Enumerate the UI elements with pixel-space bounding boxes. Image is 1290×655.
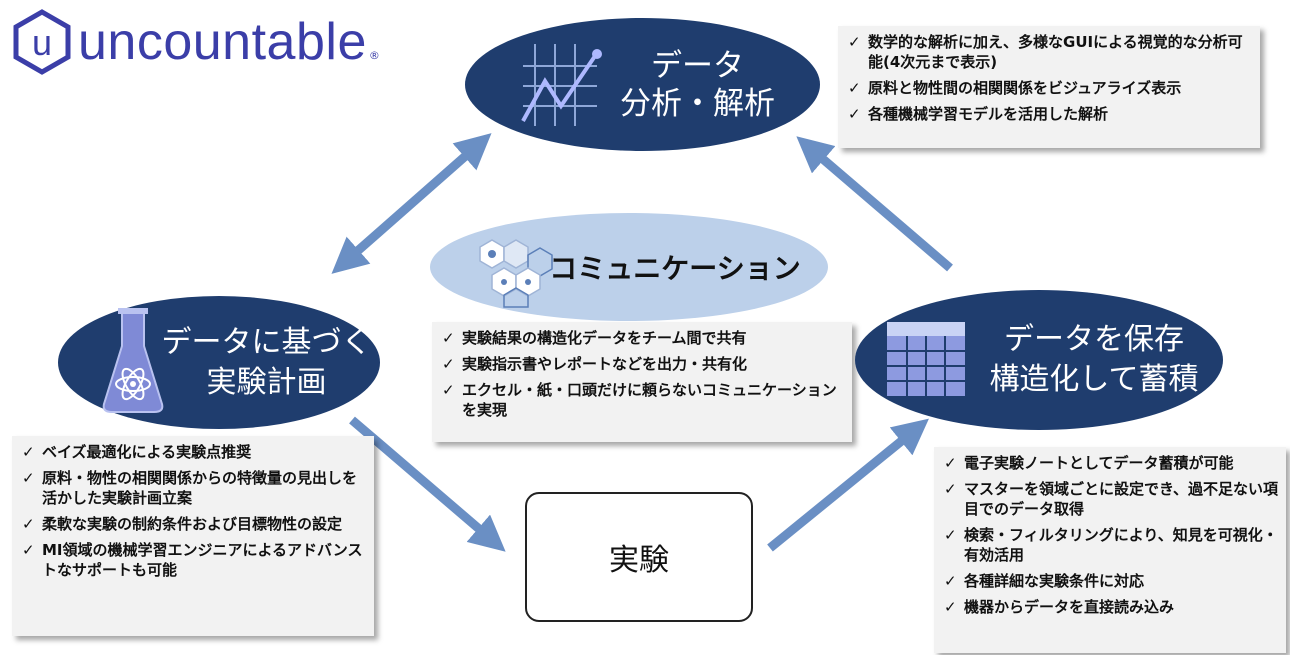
arrow-storage-analysis <box>796 136 953 272</box>
planning-title: データに基づく 実験計画 <box>161 324 372 400</box>
storage-node: データを保存 構造化して蓄積 <box>855 290 1223 430</box>
logo-wordmark: uncountable <box>78 13 367 71</box>
check-icon: ✓ <box>944 572 957 590</box>
arrow-planning-experiment <box>349 416 506 552</box>
experiment-node: 実験 <box>525 492 753 622</box>
table-grid-icon <box>887 322 965 396</box>
check-icon: ✓ <box>848 33 861 51</box>
communication-point: ✓エクセル・紙・口頭だけに頼らないコミュニケーションを実現 <box>442 381 837 419</box>
line-chart-icon <box>521 44 602 126</box>
analysis-point: ✓各種機械学習モデルを活用した解析 <box>848 105 1109 123</box>
check-icon: ✓ <box>944 526 957 544</box>
check-icon: ✓ <box>848 105 861 123</box>
hexagon-network-icon <box>479 239 553 308</box>
check-icon: ✓ <box>442 381 455 399</box>
storage-point: ✓マスターを領域ごとに設定でき、過不足ない項目でのデータ取得 <box>944 480 1278 518</box>
communication-point: ✓実験指示書やレポートなどを出力・共有化 <box>442 355 748 373</box>
analysis-point: ✓原料と物性間の相関関係をビジュアライズ表示 <box>848 79 1182 97</box>
check-icon: ✓ <box>944 598 957 616</box>
arrow-analysis-planning <box>331 133 492 274</box>
check-icon: ✓ <box>22 469 35 487</box>
planning-point: ✓MI領域の機械学習エンジニアによるアドバンストなサポートも可能 <box>22 541 363 579</box>
communication-point: ✓実験結果の構造化データをチーム間で共有 <box>442 329 747 347</box>
uncountable-logo[interactable]: u uncountable ® <box>12 9 380 75</box>
registered-mark: ® <box>368 49 380 62</box>
check-icon: ✓ <box>442 355 455 373</box>
check-icon: ✓ <box>944 480 957 498</box>
planning-node: データに基づく 実験計画 <box>58 296 380 429</box>
arrow-experiment-storage <box>767 418 929 552</box>
storage-point: ✓検索・フィルタリングにより、知見を可視化・有効活用 <box>944 526 1278 564</box>
storage-point: ✓電子実験ノートとしてデータ蓄積が可能 <box>944 454 1234 472</box>
check-icon: ✓ <box>22 541 35 559</box>
analysis-title: データ 分析・解析 <box>620 47 775 122</box>
storage-point: ✓各種詳細な実験条件に対応 <box>944 572 1145 590</box>
check-icon: ✓ <box>944 454 957 472</box>
logo-hexagon-icon: u <box>13 9 71 75</box>
storage-point: ✓機器からデータを直接読み込み <box>944 598 1175 616</box>
analysis-point: ✓数学的な解析に加え、多様なGUIによる視覚的な分析可能(4次元まで表示) <box>848 33 1243 71</box>
planning-points-box: ✓ベイズ最適化による実験点推奨 ✓原料・物性の相関関係からの特徴量の見出しを活か… <box>12 436 374 636</box>
communication-points-box: ✓実験結果の構造化データをチーム間で共有 ✓実験指示書やレポートなどを出力・共有… <box>432 322 852 442</box>
planning-point: ✓原料・物性の相関関係からの特徴量の見出しを活かした実験計画立案 <box>22 469 358 507</box>
check-icon: ✓ <box>442 329 455 347</box>
analysis-node: データ 分析・解析 <box>465 18 820 151</box>
storage-points-box: ✓電子実験ノートとしてデータ蓄積が可能 ✓マスターを領域ごとに設定でき、過不足な… <box>934 447 1286 653</box>
planning-point: ✓柔軟な実験の制約条件および目標物性の設定 <box>22 515 343 533</box>
check-icon: ✓ <box>22 515 35 533</box>
flask-atom-icon <box>102 308 164 413</box>
communication-title: コミュニケーション <box>549 252 801 285</box>
storage-title: データを保存 構造化して蓄積 <box>989 322 1199 397</box>
analysis-points-box: ✓数学的な解析に加え、多様なGUIによる視覚的な分析可能(4次元まで表示) ✓原… <box>838 26 1260 148</box>
svg-text:u: u <box>32 22 52 63</box>
check-icon: ✓ <box>848 79 861 97</box>
planning-point: ✓ベイズ最適化による実験点推奨 <box>22 443 252 461</box>
communication-node: コミュニケーション <box>430 213 828 321</box>
check-icon: ✓ <box>22 443 35 461</box>
